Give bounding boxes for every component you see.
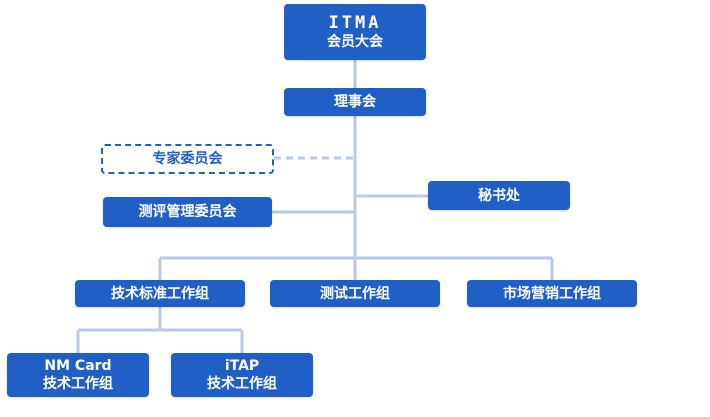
node-standards-group-label: 技术标准工作组 bbox=[111, 285, 209, 302]
node-council: 理事会 bbox=[284, 88, 426, 116]
node-marketing-group-label: 市场营销工作组 bbox=[503, 285, 601, 302]
node-secretariat: 秘书处 bbox=[428, 181, 570, 210]
node-evaluation-committee-label: 测评管理委员会 bbox=[138, 204, 237, 220]
node-nm-card-line1: NM Card bbox=[44, 358, 112, 374]
node-nm-card-line2: 技术工作组 bbox=[43, 376, 113, 392]
node-itap-line2: 技术工作组 bbox=[207, 376, 277, 392]
node-member-assembly: ITMA 会员大会 bbox=[284, 4, 426, 60]
node-itap-group: iTAP 技术工作组 bbox=[171, 353, 313, 397]
node-expert-committee: 专家委员会 bbox=[101, 144, 274, 174]
node-expert-committee-label: 专家委员会 bbox=[152, 151, 223, 167]
node-testing-group-label: 测试工作组 bbox=[320, 285, 390, 302]
node-member-assembly-label: 会员大会 bbox=[327, 34, 383, 50]
node-evaluation-committee: 测评管理委员会 bbox=[103, 197, 272, 227]
node-standards-group: 技术标准工作组 bbox=[75, 280, 245, 307]
node-testing-group: 测试工作组 bbox=[270, 280, 440, 307]
node-marketing-group: 市场营销工作组 bbox=[467, 280, 637, 307]
node-itap-line1: iTAP bbox=[224, 358, 260, 374]
node-secretariat-label: 秘书处 bbox=[478, 187, 520, 204]
itma-logo: ITMA bbox=[328, 13, 382, 33]
node-nm-card-group: NM Card 技术工作组 bbox=[7, 353, 149, 397]
node-council-label: 理事会 bbox=[334, 94, 376, 110]
